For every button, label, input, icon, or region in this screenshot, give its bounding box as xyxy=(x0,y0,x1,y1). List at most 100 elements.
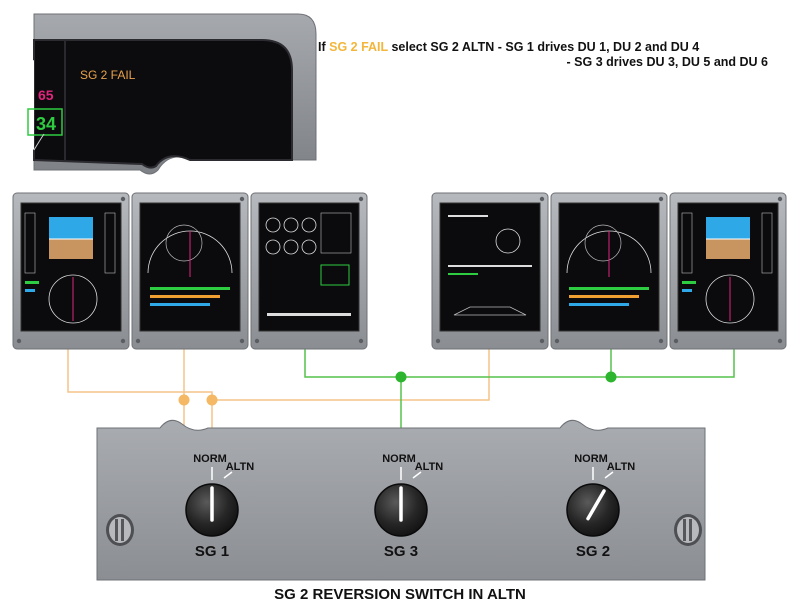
altitude-tape xyxy=(104,212,116,274)
engine-gauge xyxy=(283,217,299,233)
status-mark xyxy=(150,295,220,298)
inset-speed-value: 65 xyxy=(38,87,54,103)
speed-tape xyxy=(24,212,36,274)
inset-display: SG 2 FAIL 65 34 xyxy=(25,13,317,175)
attitude-sky xyxy=(706,217,750,239)
norm-label: NORM xyxy=(574,453,608,465)
engine-gauge xyxy=(265,217,281,233)
engine-gauge xyxy=(265,239,281,255)
switch-label-sg1: SG 1 xyxy=(195,543,229,560)
du-screw xyxy=(539,196,545,202)
note-action: select SG 2 ALTN xyxy=(391,40,495,54)
wire-sg1-du4 xyxy=(212,348,490,401)
wire-sg1-du1 xyxy=(67,348,213,432)
display-unit-1 xyxy=(12,192,130,350)
du-screw xyxy=(777,338,783,344)
du-screw xyxy=(120,196,126,202)
du-screw xyxy=(239,338,245,344)
note-highlight: SG 2 FAIL xyxy=(329,40,388,54)
wiring xyxy=(67,348,735,432)
status-mark xyxy=(569,287,649,290)
du-screw xyxy=(658,196,664,202)
panel-screw-left xyxy=(106,514,134,546)
inset-green-box xyxy=(27,108,63,136)
attitude-sky xyxy=(49,217,93,239)
junction-sg1-a xyxy=(178,394,190,406)
alert-box xyxy=(320,212,352,254)
figure-caption: SG 2 REVERSION SWITCH IN ALTN xyxy=(274,586,526,603)
engine-gauge xyxy=(283,239,299,255)
tear-edge xyxy=(25,60,34,150)
status-mark xyxy=(682,289,692,292)
norm-label: NORM xyxy=(382,453,416,465)
junction-sg3-a xyxy=(395,371,407,383)
junction-sg1-b xyxy=(206,394,218,406)
display-unit-6 xyxy=(669,192,787,350)
note-sg1-drives: - SG 1 drives DU 1, DU 2 and DU 4 xyxy=(497,40,700,54)
status-mark xyxy=(682,281,696,284)
du-screw xyxy=(358,338,364,344)
altn-tick xyxy=(412,471,422,479)
du-screw xyxy=(254,338,260,344)
altn-label: ALTN xyxy=(226,461,255,473)
status-mark xyxy=(448,265,532,267)
status-mark xyxy=(569,295,639,298)
status-mark xyxy=(448,273,478,275)
status-mark xyxy=(150,287,230,290)
altn-label: ALTN xyxy=(607,461,636,473)
du-screw xyxy=(135,338,141,344)
altitude-tape xyxy=(761,212,773,274)
status-mark xyxy=(150,303,210,306)
du-screw xyxy=(358,196,364,202)
display-unit-2 xyxy=(131,192,249,350)
display-unit-row xyxy=(12,192,787,350)
rotary-knob-sg2[interactable] xyxy=(566,483,620,537)
note-line-2: - SG 3 drives DU 3, DU 5 and DU 6 xyxy=(566,55,768,69)
range-ring xyxy=(584,224,622,262)
du-screw xyxy=(658,338,664,344)
gear-indicator xyxy=(320,264,350,286)
note-line-1: If SG 2 FAIL select SG 2 ALTN - SG 1 dri… xyxy=(318,40,768,55)
switch-label-sg3: SG 3 xyxy=(384,543,418,560)
norm-label: NORM xyxy=(193,453,227,465)
display-unit-4 xyxy=(431,192,549,350)
speed-tape xyxy=(681,212,693,274)
du-screw xyxy=(673,338,679,344)
display-unit-5 xyxy=(550,192,668,350)
inset-arc xyxy=(33,133,45,151)
du-screw xyxy=(554,338,560,344)
heading-rose xyxy=(48,274,98,324)
du-screw xyxy=(435,338,441,344)
inset-partial-value: 34 xyxy=(36,114,56,134)
heading-rose xyxy=(705,274,755,324)
status-mark xyxy=(25,289,35,292)
rotary-knob-sg1[interactable] xyxy=(185,483,239,537)
knob-pointer xyxy=(586,489,606,521)
junction-sg3-b xyxy=(605,371,617,383)
altn-label: ALTN xyxy=(415,461,444,473)
note-prefix: If xyxy=(318,40,326,54)
reversion-note: If SG 2 FAIL select SG 2 ALTN - SG 1 dri… xyxy=(318,40,768,70)
attitude-ground xyxy=(706,239,750,259)
inset-message: SG 2 FAIL xyxy=(80,68,136,82)
du-screw xyxy=(777,196,783,202)
status-mark xyxy=(569,303,629,306)
altn-tick xyxy=(223,471,233,479)
attitude-ground xyxy=(49,239,93,259)
status-mark xyxy=(267,313,351,316)
wire-sg3-du3 xyxy=(304,348,735,378)
inset-screen xyxy=(33,39,293,169)
aircraft-synoptic xyxy=(453,306,527,316)
switch-label-sg2: SG 2 xyxy=(576,543,610,560)
status-mark xyxy=(448,215,488,217)
engine-gauge xyxy=(301,217,317,233)
system-gauge xyxy=(495,228,521,254)
rotary-knob-sg3[interactable] xyxy=(374,483,428,537)
engine-gauge xyxy=(301,239,317,255)
